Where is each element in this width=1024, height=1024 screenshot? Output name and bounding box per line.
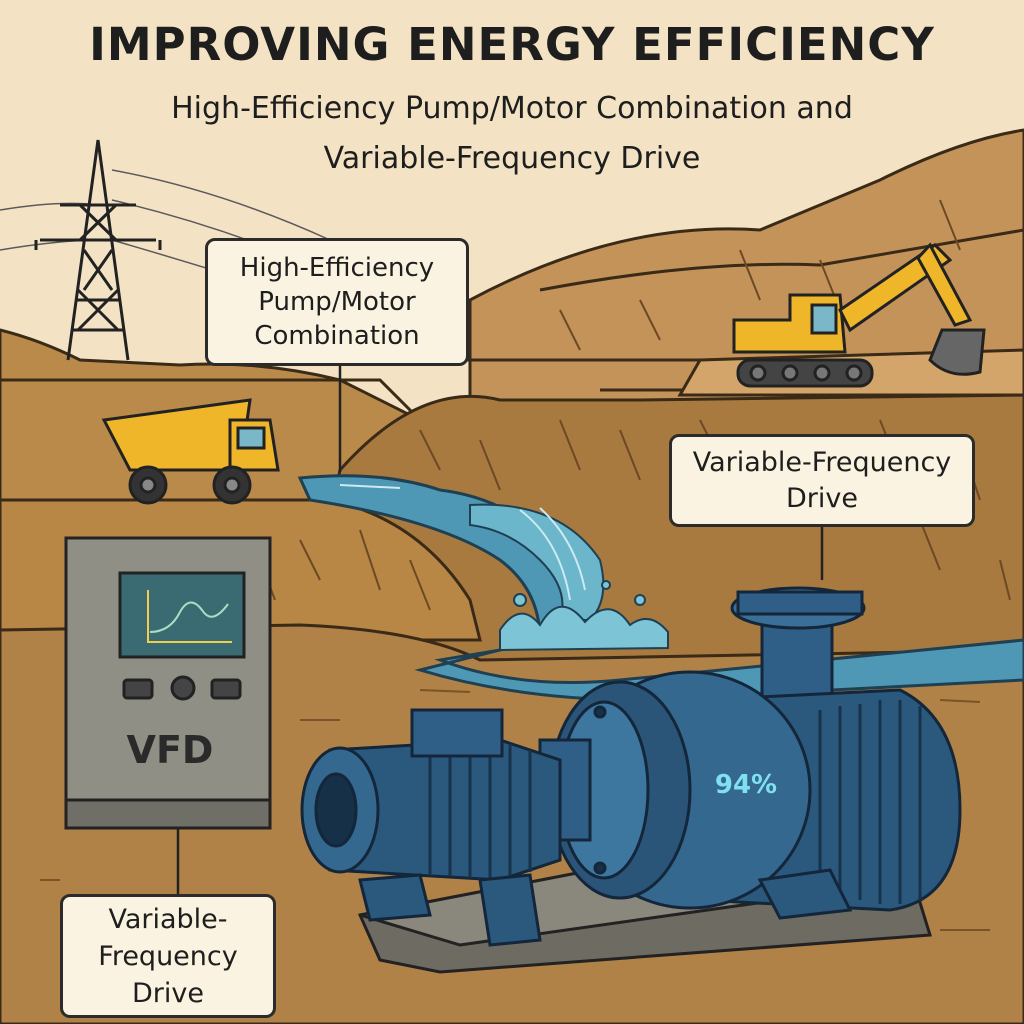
water-channel xyxy=(297,474,1024,702)
water-highlights xyxy=(339,484,586,601)
callout-pump-line-2: Pump/Motor xyxy=(258,287,416,317)
callout-vfd-left-line-3: Drive xyxy=(132,977,204,1009)
excavator-icon xyxy=(732,242,986,388)
vfd-panel-label: VFD xyxy=(126,728,214,772)
callout-pump-motor: High-Efficiency Pump/Motor Combination xyxy=(205,238,469,366)
efficiency-label: 94% xyxy=(714,770,778,800)
water-splash xyxy=(499,580,669,652)
subtitle-line-1: High-Efficiency Pump/Motor Combination a… xyxy=(171,91,853,126)
power-tower-icon xyxy=(34,139,162,361)
callout-pump-line-3: Combination xyxy=(254,321,420,351)
left-ledge xyxy=(0,378,422,422)
callout-vfd-left-line-1: Variable- xyxy=(108,903,228,935)
dump-truck-icon xyxy=(101,398,280,505)
callout-connectors xyxy=(176,366,824,894)
callout-pump-line-1: High-Efficiency xyxy=(239,253,435,283)
page-subtitle: High-Efficiency Pump/Motor Combination a… xyxy=(40,84,984,184)
callout-vfd-left-line-2: Frequency xyxy=(98,940,238,972)
vfd-panel-icon xyxy=(64,536,272,830)
pump-motor-icon xyxy=(300,586,962,947)
subtitle-line-2: Variable-Frequency Drive xyxy=(323,141,701,176)
ground-texture xyxy=(40,689,990,931)
callout-vfd-right-line-2: Drive xyxy=(786,482,858,514)
callout-vfd-right: Variable-Frequency Drive xyxy=(669,434,975,527)
page-title: IMPROVING ENERGY EFFICIENCY xyxy=(89,18,935,71)
callout-vfd-left: Variable- Frequency Drive xyxy=(60,894,276,1018)
callout-vfd-right-line-1: Variable-Frequency xyxy=(692,446,952,478)
